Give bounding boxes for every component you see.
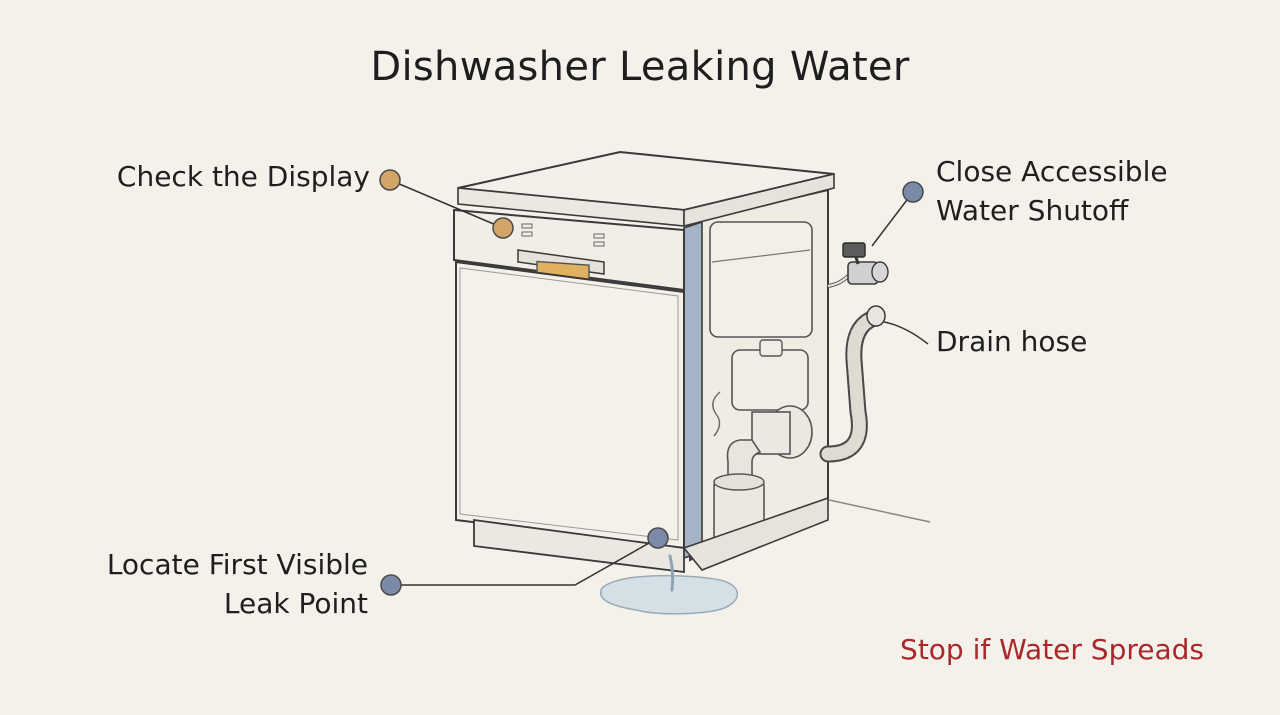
- water-drip: [668, 554, 675, 592]
- callout-leak-point-line2: Leak Point: [223, 587, 368, 620]
- shutoff-valve-outlet: [871, 261, 889, 283]
- warning-text: Stop if Water Spreads: [900, 633, 1204, 666]
- interior-tank-line: [711, 249, 811, 263]
- leader-check-display: [389, 179, 504, 229]
- front-door: [455, 260, 685, 550]
- leader-leak-point: [391, 537, 659, 586]
- button-4: [593, 241, 605, 247]
- shutoff-valve-handle: [842, 242, 866, 258]
- page-title: Dishwasher Leaking Water: [370, 44, 910, 90]
- pump-cylinder: [751, 411, 791, 455]
- interior-tank: [709, 221, 813, 338]
- marker-leak-point: [647, 527, 669, 549]
- button-2: [521, 231, 533, 237]
- leader-water-shutoff: [871, 191, 914, 247]
- kick-plate: [473, 518, 685, 574]
- pump-top: [759, 339, 783, 357]
- pump-housing: [731, 349, 809, 411]
- callout-leak-point-line1: Locate First Visible: [106, 548, 368, 581]
- door-inset: [459, 267, 679, 541]
- base-side: [682, 496, 829, 571]
- callout-water-shutoff-line2: Water Shutoff: [936, 194, 1129, 227]
- shutoff-valve-stem: [854, 256, 860, 265]
- marker-leak-point-label: [380, 574, 402, 596]
- callout-water-shutoff-line1: Close Accessible: [936, 155, 1168, 188]
- marker-water-shutoff: [902, 181, 924, 203]
- door-side-trim: [683, 220, 703, 560]
- drain-hose-fill: [821, 311, 881, 461]
- filter-cap: [713, 473, 765, 491]
- top-edge-right: [683, 172, 835, 228]
- water-puddle: [600, 574, 739, 615]
- callout-drain-hose: Drain hose: [936, 325, 1088, 358]
- button-1: [521, 223, 533, 229]
- leader-drain-hose: [883, 321, 929, 345]
- floor-line: [819, 497, 931, 523]
- button-3: [593, 233, 605, 239]
- small-tube: [712, 391, 721, 437]
- marker-check-display: [492, 217, 514, 239]
- callout-check-display: Check the Display: [116, 160, 370, 193]
- drain-hose-end: [866, 305, 886, 327]
- marker-check-display-label: [379, 169, 401, 191]
